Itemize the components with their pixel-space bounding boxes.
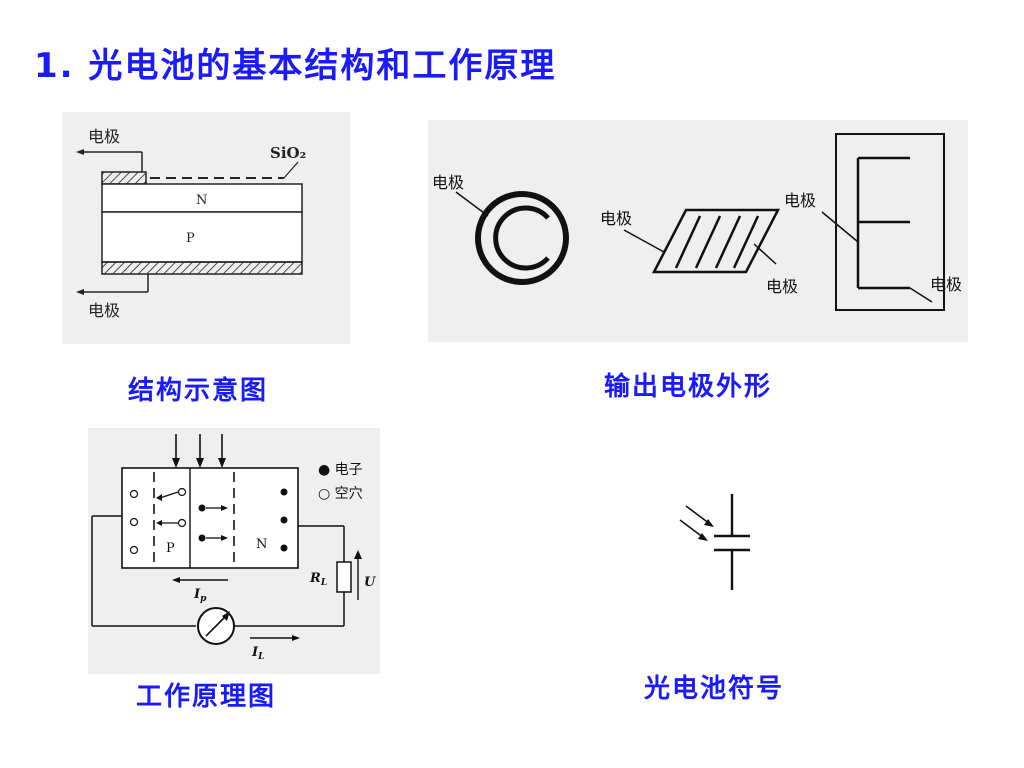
- electron-marker: [280, 488, 288, 496]
- bottom-electrode-label: 电极: [88, 301, 120, 320]
- electron-marker: [280, 516, 288, 524]
- electron-marker: [280, 544, 288, 552]
- oxide-label: SiO₂: [270, 144, 306, 162]
- ring-electrode-inner: [493, 205, 550, 271]
- hole-marker: [177, 518, 187, 528]
- top-contact: [101, 171, 147, 185]
- symbol-diagram: [670, 486, 770, 596]
- legend-hole: ○ 空穴: [318, 486, 363, 502]
- principle-panel: P N ● 电子 ○ 空穴 Ip RL U: [88, 428, 380, 674]
- e-electrode-label-right: 电极: [930, 275, 962, 294]
- legend-electron: ● 电子: [318, 462, 363, 478]
- p-layer-label: P: [186, 231, 195, 246]
- n-layer: [101, 183, 303, 213]
- light-arrow: [679, 519, 705, 539]
- cell-body: [121, 467, 299, 569]
- principle-diagram: P N ● 电子 ○ 空穴 Ip RL U: [91, 434, 376, 662]
- n-region-label: N: [256, 537, 267, 552]
- p-layer: [101, 211, 303, 263]
- load-resistor: [336, 561, 352, 593]
- load-current-label: IL: [251, 645, 264, 662]
- top-electrode-arrow: [76, 149, 84, 155]
- photo-current-label: Ip: [193, 587, 207, 604]
- structure-diagram: 电极 SiO₂ N P 电极: [76, 127, 306, 320]
- hole-marker: [129, 517, 139, 527]
- bottom-contact: [101, 261, 303, 275]
- electrode-shapes-panel: 电极 电极 电极 电极 电极: [428, 120, 968, 342]
- grid-plate-label-right: 电极: [766, 277, 798, 296]
- electrode-shapes-diagram: 电极 电极 电极 电极 电极: [432, 133, 962, 311]
- electron-marker: [198, 534, 206, 542]
- structure-diagram-panel: 电极 SiO₂ N P 电极: [62, 112, 350, 344]
- e-electrode-frame: [835, 133, 945, 311]
- hole-marker: [129, 545, 139, 555]
- ring-electrode: [475, 191, 569, 285]
- load-label: RL: [309, 571, 327, 588]
- caption-electrode-shapes: 输出电极外形: [604, 372, 773, 402]
- page-title: 1. 光电池的基本结构和工作原理: [34, 46, 557, 86]
- grid-plate: [651, 208, 781, 274]
- ring-electrode-label: 电极: [432, 173, 464, 192]
- electron-marker: [198, 504, 206, 512]
- bottom-electrode-arrow: [76, 289, 84, 295]
- top-electrode-label: 电极: [88, 127, 120, 146]
- caption-principle: 工作原理图: [136, 682, 277, 712]
- p-region-label: P: [166, 541, 175, 556]
- hole-marker: [177, 487, 187, 497]
- e-electrode-label-top: 电极: [784, 191, 816, 210]
- voltage-label: U: [364, 575, 376, 590]
- n-layer-label: N: [196, 193, 207, 208]
- caption-symbol: 光电池符号: [644, 674, 785, 704]
- hole-marker: [129, 489, 139, 499]
- grid-plate-label-left: 电极: [600, 209, 632, 228]
- light-arrow: [685, 505, 711, 525]
- caption-structure: 结构示意图: [128, 376, 269, 406]
